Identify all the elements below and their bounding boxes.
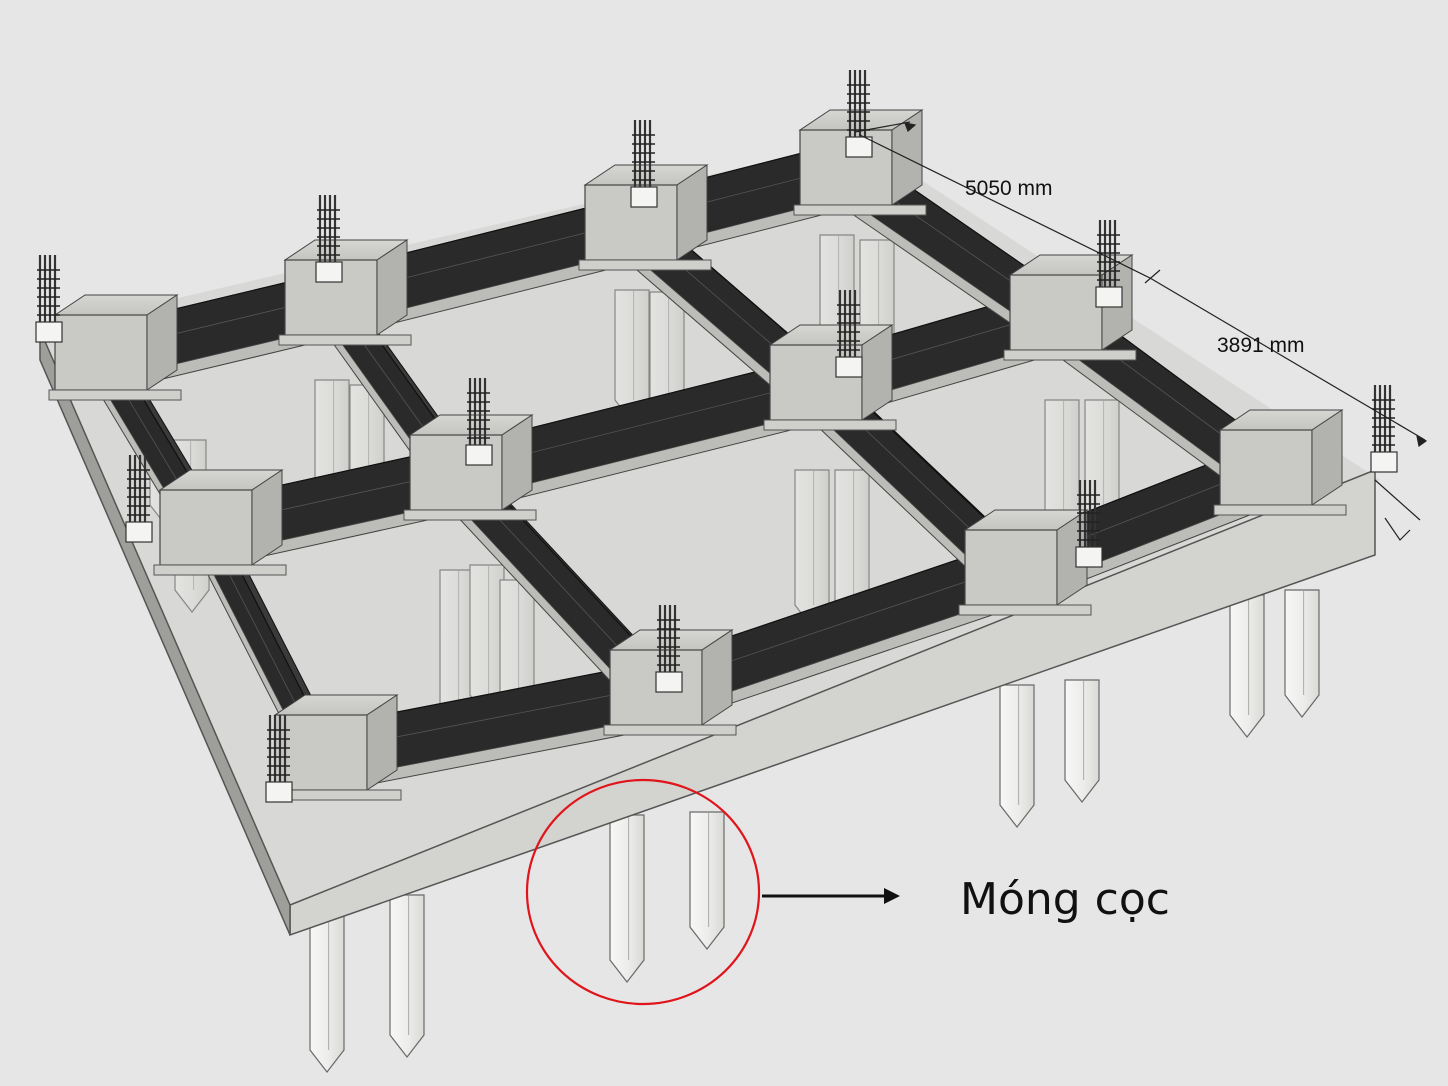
pile [1229, 594, 1265, 738]
pile-cap [1003, 254, 1137, 361]
pile [609, 814, 645, 983]
rebar-column [835, 290, 863, 378]
rebar-column [655, 605, 683, 693]
dimension-label-right: 3891 mm [1217, 334, 1305, 357]
callout-label: Móng cọc [960, 874, 1170, 925]
pile [1284, 589, 1320, 718]
rebar-column [465, 378, 493, 466]
rebar-column [1095, 220, 1123, 308]
pile-cap [153, 469, 287, 576]
dimension-top [854, 121, 1161, 284]
dimension-label-top: 5050 mm [965, 177, 1053, 200]
rebar-column [315, 195, 343, 283]
callout-arrow [762, 888, 900, 904]
rebar-column [630, 120, 658, 208]
pile [1064, 679, 1100, 803]
rebar-column [265, 715, 293, 803]
rebar-column [1370, 385, 1398, 473]
pile [389, 894, 425, 1058]
highlight-circle [525, 778, 761, 1006]
pile [689, 811, 725, 950]
pile-cap [1213, 409, 1347, 516]
rebar-column [1075, 480, 1103, 568]
pile [999, 684, 1035, 828]
rebar-column [35, 255, 63, 343]
pile-cap [763, 324, 897, 431]
pile-cap [268, 694, 402, 801]
pile-cap [48, 294, 182, 401]
pile-cap [603, 629, 737, 736]
rebar-column [845, 70, 873, 158]
column-rebars [35, 70, 1398, 803]
pile-cap [578, 164, 712, 271]
grade-beam [653, 541, 1024, 730]
rebar-column [125, 455, 153, 543]
dimension-right [1149, 277, 1428, 541]
pile [794, 469, 830, 628]
